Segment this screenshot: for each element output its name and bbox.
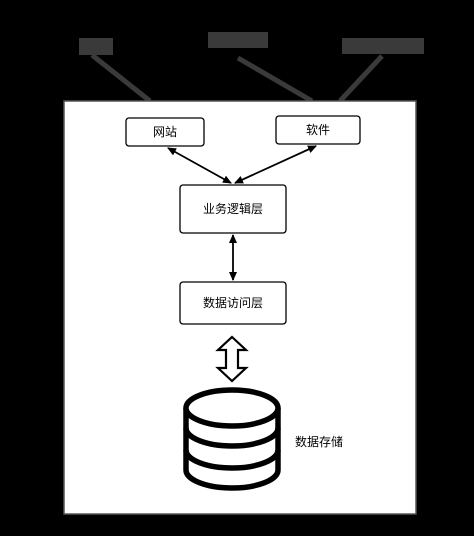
node-software: 软件 xyxy=(275,115,361,145)
node-website-box xyxy=(125,117,205,147)
redacted-label-middle xyxy=(208,32,268,48)
redacted-connector-right xyxy=(338,54,384,103)
data-storage-label: 数据存储 xyxy=(295,434,343,449)
node-data-access-label: 数据访问层 xyxy=(203,295,263,310)
node-data-access: 数据访问层 xyxy=(179,281,287,325)
database-icon xyxy=(183,387,281,491)
redacted-connector-left xyxy=(90,53,152,103)
node-website: 网站 xyxy=(125,117,205,147)
node-website-label: 网站 xyxy=(153,125,177,139)
redacted-connector-middle xyxy=(236,55,314,104)
hollow-double-arrow xyxy=(215,335,249,383)
database-top xyxy=(183,387,281,429)
node-data-access-box xyxy=(179,281,287,325)
database-ring-upper xyxy=(183,427,281,449)
node-business-logic-label: 业务逻辑层 xyxy=(203,201,263,216)
node-business-logic-box xyxy=(179,184,287,234)
redacted-label-right xyxy=(342,38,424,54)
node-software-box xyxy=(275,115,361,145)
database-ring-lower xyxy=(183,449,281,471)
node-business-logic: 业务逻辑层 xyxy=(179,184,287,234)
node-software-label: 软件 xyxy=(306,123,330,137)
redacted-labels xyxy=(79,32,424,104)
redacted-label-left xyxy=(79,38,113,55)
arrow-software-to-business xyxy=(234,145,317,184)
arrow-website-to-business xyxy=(167,147,232,184)
